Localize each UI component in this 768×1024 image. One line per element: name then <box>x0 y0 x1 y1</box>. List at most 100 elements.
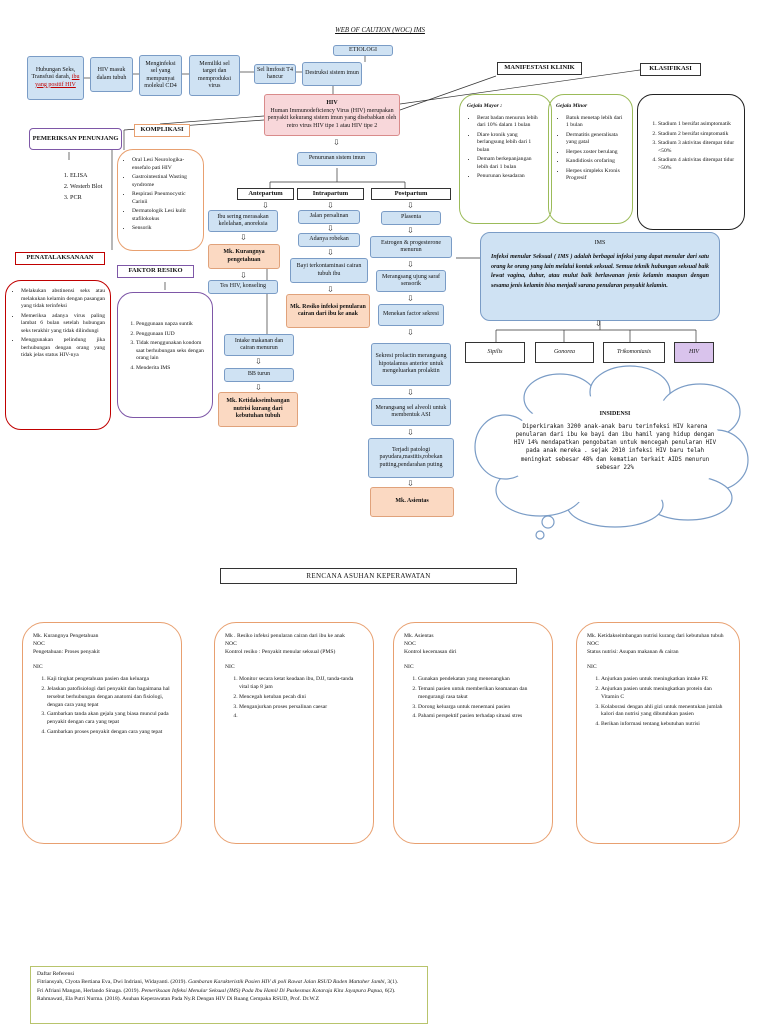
care-line: Status nutrisi: Asupan makanan & cairan <box>587 648 679 655</box>
list-item: Kandidiosis orofaring <box>566 158 625 166</box>
care-intervention: Menganjurkan proses persalinan caesar <box>239 704 363 712</box>
antepartum-step-1: Ibu sering merasakan kelelahan, anoreksi… <box>208 210 278 232</box>
ims-type-trikomoniasis: Trikomoniasis <box>603 342 665 363</box>
minor-list: Batuk menetap lebih dari 1 bulanDermatit… <box>556 115 625 183</box>
arrow-down-icon: ⇩ <box>262 201 269 210</box>
list-item: Menderita IMS <box>136 365 206 373</box>
arrow-down-icon: ⇩ <box>327 248 334 257</box>
care-intervention: Kolaborasi dengan ahli gizi untuk menent… <box>601 704 729 720</box>
page-title: WEB OF CAUTION (WOC) IMS <box>335 27 425 34</box>
list-item: Dermatologik Lesi kulit stafilokokus <box>132 208 199 223</box>
klasifikasi-box: Stadium 1 bersifat asimptomatikStadium 2… <box>637 94 745 230</box>
arrow-down-icon: ⇩ <box>407 294 414 303</box>
reference-1-title: Gambaran Karakteristik Pasien HIV di pol… <box>188 979 386 986</box>
care-plan-2: Mk . Resiko infeksi penularan cairan dar… <box>214 622 374 844</box>
care-intervention: Pahami perspektif pasien terhadap situas… <box>418 713 542 721</box>
list-item: Memeriksa adanya virus paling lambat 6 b… <box>21 313 105 336</box>
arrow-down-icon: ⇩ <box>333 138 340 147</box>
etiology-box-3: Menginfeksi sel yang mempunyai molekul C… <box>139 55 182 96</box>
postpartum-step-5: Sekresi prolactin merangsang hipotalamus… <box>371 343 451 386</box>
faktor-list: Penggunaan napza suntikPenggunaan IUDTid… <box>124 321 206 372</box>
list-item: Herpes zoster berulang <box>566 149 625 157</box>
ims-type-sipilis: Sipilis <box>465 342 525 363</box>
care-line: Mk . Resiko infeksi penularan cairan dar… <box>225 633 345 639</box>
reference-3: Rahmawati, Ela Putri Nurma. (2018). Asuh… <box>37 996 320 1003</box>
list-item: Diare kronik yang berlangsung lebih dari… <box>477 132 544 155</box>
arrow-down-icon: ⇩ <box>595 319 602 328</box>
care-line: Kontrol kecemasan diri <box>404 648 457 655</box>
arrow-down-icon: ⇩ <box>327 224 334 233</box>
care-intervention: Dorong keluarga untuk menemani pasien <box>418 704 542 712</box>
postpartum-step-4: Menekan factor sekresi <box>378 304 444 326</box>
care-plan-4: Mk. Ketidakseimbangan nutrisi kurang dar… <box>576 622 740 844</box>
care-line: Pengetahuan: Proses penyakit <box>33 648 100 655</box>
insidensi-content: INSIDENSI Diperkirakan 3200 anak-anak ba… <box>510 410 720 472</box>
arrow-down-icon: ⇩ <box>240 233 247 242</box>
etiology-box-5: Sel limfosit T4 hancur <box>254 64 296 84</box>
minor-title: Gejala Minor <box>556 103 588 109</box>
list-item: Herpes simpleks Kronis Progresif <box>566 168 625 183</box>
list-item: Penurunan kesadaran <box>477 173 544 181</box>
reference-2: Fri Afriani Mangan, Herlando Sinaga. (20… <box>37 987 421 995</box>
reference-2-vol: 6(2). <box>384 987 396 994</box>
postpartum-step-2: Estrogen & progesterone menurun <box>370 236 452 258</box>
etiology-box-1: Hubungan Seks, Transfusi darah, ibu yang… <box>27 56 84 100</box>
care-line <box>225 656 363 664</box>
penatalaksanaan-header: PENATALAKSANAAN <box>15 252 105 265</box>
intrapartum-step-3: Bayi terkontaminasi cairan tubuh ibu <box>290 258 368 283</box>
care-line: NIC <box>404 664 414 671</box>
arrow-down-icon: ⇩ <box>327 285 334 294</box>
postpartum-step-3: Merangsang ujung saraf sensorik <box>376 270 446 292</box>
list-item: Sensorik <box>132 225 199 233</box>
antepartum-diagnosis-1: Mk. Kurangnya pengetahuan <box>208 244 280 269</box>
care-plan-2-content: Mk . Resiko infeksi penularan cairan dar… <box>225 633 363 721</box>
care-intervention: Gunakan pendekatan yang menenangkan <box>418 676 542 684</box>
list-item: Tidak menggunakan kondom saat berhubunga… <box>136 340 206 363</box>
arrow-down-icon: ⇩ <box>407 328 414 337</box>
arrow-down-icon: ⇩ <box>407 226 414 235</box>
ims-desc: Infeksi menular Seksual ( IMS ) adalah b… <box>491 254 709 289</box>
hiv-title: HIV <box>326 100 338 106</box>
rencana-title: RENCANA ASUHAN KEPERAWATAN <box>220 568 517 584</box>
etiology-box-1-text: Hubungan Seks, Transfusi darah, <box>31 66 76 81</box>
arrow-down-icon: ⇩ <box>255 357 262 366</box>
postpartum-step-7: Terjadi patologi payudara,mastitis,robek… <box>368 438 454 478</box>
etiology-box-6: Destruksi sistem imun <box>302 62 362 86</box>
arrow-down-icon: ⇩ <box>327 201 334 210</box>
care-intervention: Kaji tingkat pengetahuan pasien dan kelu… <box>47 676 171 684</box>
faktor-header: FAKTOR RESIKO <box>117 265 194 278</box>
list-item: Menggunakan pelindung jika berhubungan d… <box>21 337 105 360</box>
list-item: Batuk menetap lebih dari 1 bulan <box>566 115 625 130</box>
immune-decline: Penurunan sistem imun <box>297 152 377 166</box>
care-line: NOC <box>404 640 416 647</box>
antepartum-header: Antepartum <box>237 188 294 200</box>
list-item: Stadium 3 aktivitas ditempat tidur <50% <box>658 140 736 155</box>
list-item: Penggunaan IUD <box>136 331 206 339</box>
etiology-header: ETIOLOGI <box>333 45 393 56</box>
arrow-down-icon: ⇩ <box>407 201 414 210</box>
list-item: Dermatitis generalisata yang gatal <box>566 132 625 147</box>
antepartum-diagnosis-2: Mk. Ketidakseimbangan nutrisi kurang dar… <box>218 392 298 427</box>
reference-1-vol: 3(1). <box>387 979 399 986</box>
hiv-desc: Human Immunodeficiency Virus (HIV) merup… <box>267 107 397 129</box>
care-line: Mk. Ketidakseimbangan nutrisi kurang dar… <box>587 633 724 639</box>
etiology-box-2: HIV masuk dalam tubuh <box>90 57 133 92</box>
care-line: NIC <box>33 664 43 671</box>
list-item: ELISA <box>70 172 108 181</box>
manifest-header: MANIFESTASI KLINIK <box>497 62 582 75</box>
komplikasi-header: KOMPLIKASI <box>134 124 190 137</box>
antepartum-step-2: Tes HIV, konseling <box>208 280 278 294</box>
care-line: Mk. Asientas <box>404 633 434 639</box>
ims-box: IMS Infeksi menular Seksual ( IMS ) adal… <box>480 232 720 321</box>
arrow-down-icon: ⇩ <box>255 383 262 392</box>
hiv-box: HIV Human Immunodeficiency Virus (HIV) m… <box>264 94 400 136</box>
references-box: Daftar Referensi Fitriansyah, Clyota Ber… <box>30 966 428 1024</box>
postpartum-step-6: Merangsang sel alveoli untuk membentuk A… <box>371 398 451 426</box>
pemeriksaan-list: ELISAWesterb BlotPCR <box>58 172 108 203</box>
komplikasi-list: Oral Lesi Neurologika-ensefalo pati HIVG… <box>122 157 199 233</box>
ims-type-gonorea: Gonorea <box>535 342 594 363</box>
